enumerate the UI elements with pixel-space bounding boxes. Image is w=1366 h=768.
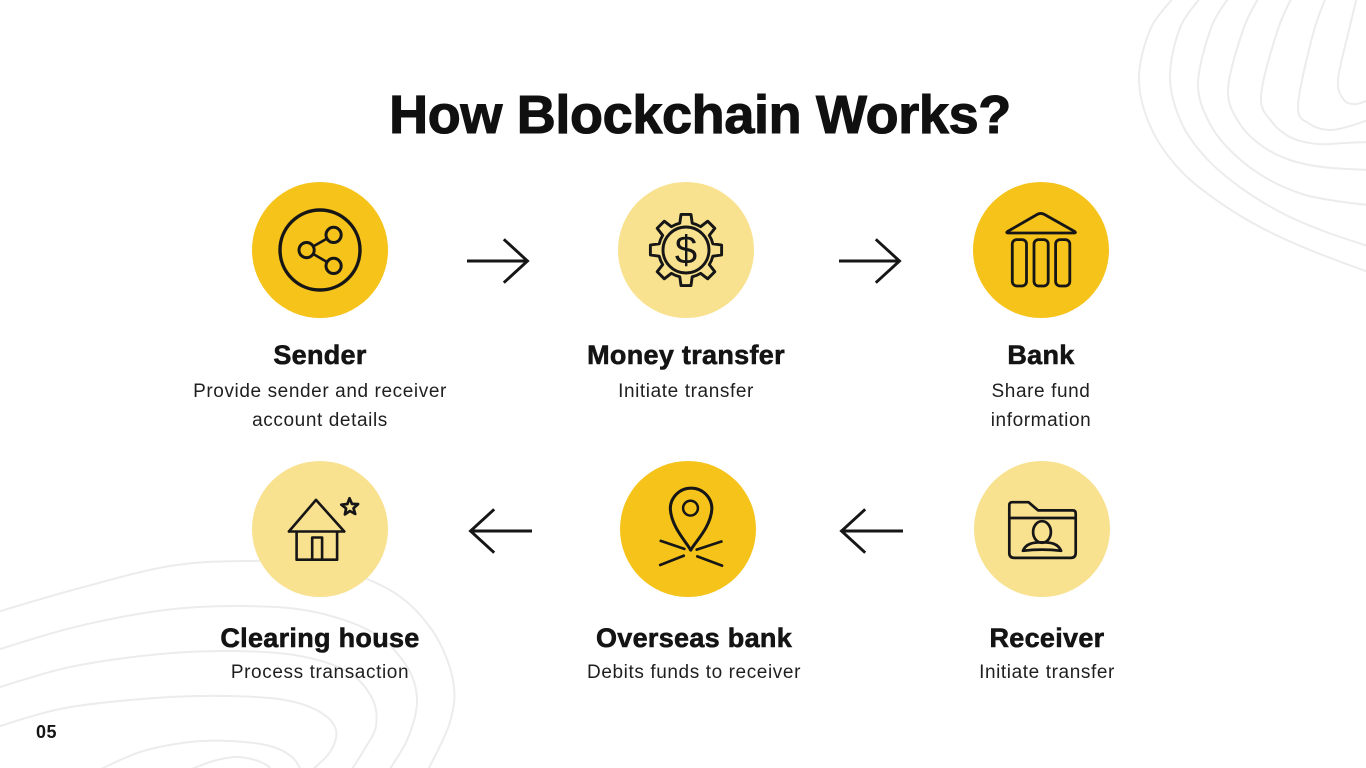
svg-text:$: $ [675, 229, 697, 273]
